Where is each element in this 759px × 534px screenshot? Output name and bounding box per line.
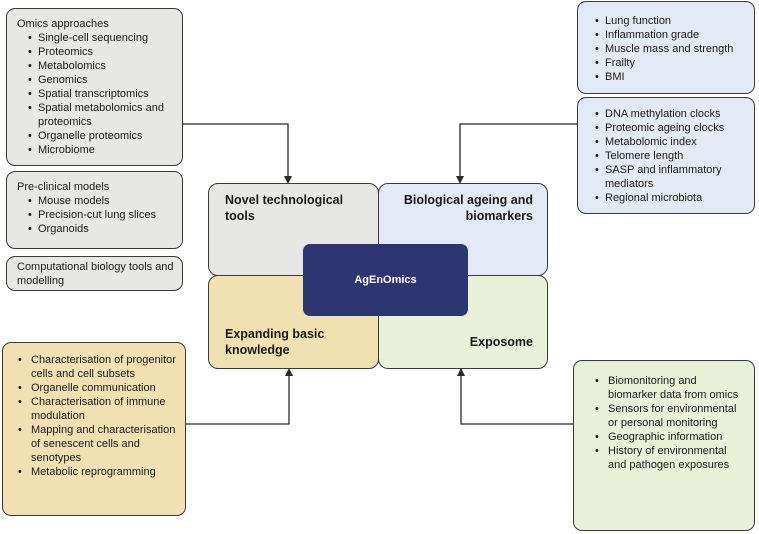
computational-text: Computational biology tools and modellin… [17,261,174,287]
list-item: Geographic information [594,430,746,444]
ageing-clocks-list: DNA methylation clocks Proteomic ageing … [594,107,746,205]
exposome-details-box: Biomonitoring and biomarker data from om… [573,360,755,531]
list-item: Precision-cut lung slices [27,208,174,222]
center-label: AgEnOmics [354,274,417,286]
list-item: Biomonitoring and biomarker data from om… [594,374,746,402]
list-item: BMI [594,70,746,84]
clinical-measures-box: Lung function Inflammation grade Muscle … [577,1,755,94]
basic-knowledge-box: Characterisation of progenitor cells and… [2,342,186,516]
arrow-basic-to-knowledge [186,368,293,425]
list-item: Telomere length [594,149,746,163]
arrow-clocks-to-ageing [456,123,577,184]
list-item: Proteomics [27,45,174,59]
list-item: Microbiome [27,143,174,157]
list-item: Proteomic ageing clocks [594,121,746,135]
omics-heading: Omics approaches [17,18,109,30]
list-item: Organelle proteomics [27,129,174,143]
preclinical-models-box: Pre-clinical models Mouse models Precisi… [6,171,183,249]
list-item: Inflammation grade [594,28,746,42]
omics-approaches-box: Omics approaches Single-cell sequencing … [6,8,183,166]
list-item: Metabolomics [27,59,174,73]
list-item: Characterisation of progenitor cells and… [17,353,177,381]
list-item: DNA methylation clocks [594,107,746,121]
ageing-clocks-box: DNA methylation clocks Proteomic ageing … [577,97,755,214]
exposome-list: Biomonitoring and biomarker data from om… [594,374,746,472]
list-item: Sensors for environmental or personal mo… [594,402,746,430]
list-item: Mouse models [27,194,174,208]
list-item: Lung function [594,14,746,28]
preclinical-list: Mouse models Precision-cut lung slices O… [27,194,174,236]
list-item: Organelle communication [17,381,177,395]
quadrant-label: Expanding basic knowledge [225,327,325,357]
quadrant-label: Novel technological tools [225,193,344,223]
list-item: Muscle mass and strength [594,42,746,56]
basic-knowledge-list: Characterisation of progenitor cells and… [17,353,177,479]
list-item: Regional microbiota [594,191,746,205]
omics-list: Single-cell sequencing Proteomics Metabo… [27,31,174,157]
list-item: Metabolomic index [594,135,746,149]
list-item: Mapping and characterisation of senescen… [17,423,177,465]
arrow-exposome-to-exposome [457,368,573,425]
arrow-omics-to-tools [183,123,292,184]
list-item: Single-cell sequencing [27,31,174,45]
clinical-measures-list: Lung function Inflammation grade Muscle … [594,14,746,84]
list-item: Frailty [594,56,746,70]
list-item: Characterisation of immune modulation [17,395,177,423]
preclinical-heading: Pre-clinical models [17,181,110,193]
quadrant-label: Biological ageing and biomarkers [403,193,533,223]
list-item: Metabolic reprogramming [17,465,177,479]
list-item: Organoids [27,222,174,236]
list-item: Spatial transcriptomics [27,87,174,101]
list-item: Genomics [27,73,174,87]
quadrant-novel-tools: Novel technological tools [208,183,379,276]
list-item: SASP and inflammatory mediators [594,163,746,191]
computational-biology-box: Computational biology tools and modellin… [6,256,183,291]
agenomics-center-label: AgEnOmics [303,244,468,316]
quadrant-label: Exposome [469,335,533,349]
list-item: Spatial metabolomics and proteomics [27,101,174,129]
list-item: History of environmental and pathogen ex… [594,444,746,472]
